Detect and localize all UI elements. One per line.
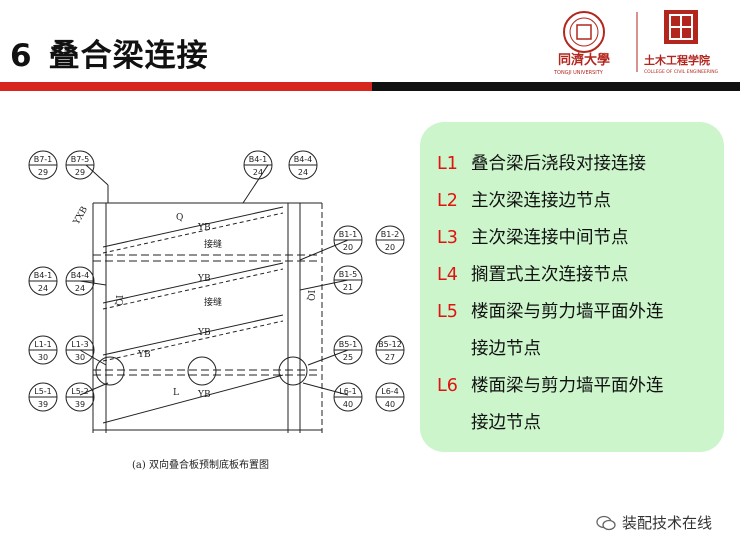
callout-b4-1-left: B4-1 24 (28, 266, 58, 296)
wechat-icon (596, 515, 616, 530)
header-bar-black (372, 82, 740, 91)
label-iq-left: IQ (113, 295, 123, 306)
callout-b7-5: B7-5 29 (65, 150, 95, 180)
university-logos: 同濟大學 TONGJI UNIVERSITY 土木工程学院 COLLEGE OF… (553, 10, 719, 76)
svg-text:21: 21 (343, 283, 353, 292)
svg-text:L5-1: L5-1 (34, 387, 52, 396)
list-item-continued: 接边节点 (471, 413, 541, 433)
svg-text:39: 39 (38, 400, 48, 409)
college-name: 土木工程学院 (644, 53, 710, 67)
label-yb-5: YB (197, 390, 211, 400)
svg-text:B7-1: B7-1 (34, 155, 53, 164)
label-l: L (173, 388, 179, 398)
callout-l6-1: L6-1 40 (333, 382, 363, 412)
svg-text:L6-1: L6-1 (339, 387, 357, 396)
tongji-en: TONGJI UNIVERSITY (553, 70, 604, 76)
svg-text:25: 25 (343, 353, 353, 362)
tongji-name: 同濟大學 (558, 52, 610, 68)
svg-text:B4-1: B4-1 (249, 155, 268, 164)
label-joint-2: 接缝 (204, 296, 222, 308)
callout-b1-1: B1-1 20 (333, 225, 363, 255)
svg-text:B1-5: B1-5 (339, 270, 358, 279)
callout-l1-3: L1-3 30 (65, 335, 95, 365)
label-joint-1: 接缝 (204, 238, 222, 250)
label-yxb: YXB (71, 205, 90, 228)
svg-text:39: 39 (75, 400, 85, 409)
svg-text:27: 27 (385, 353, 395, 362)
list-item-continued: 接边节点 (471, 339, 541, 359)
svg-text:L5-2: L5-2 (71, 387, 89, 396)
svg-text:B4-4: B4-4 (294, 155, 313, 164)
header-bar-red (0, 82, 372, 91)
watermark: 装配技术在线 (596, 512, 712, 533)
content-panel (420, 122, 724, 452)
svg-text:B7-5: B7-5 (71, 155, 90, 164)
callout-b4-4-left: B4-4 24 (65, 266, 95, 296)
svg-text:B1-2: B1-2 (381, 230, 400, 239)
slide-title: 6 叠合梁连接 (10, 30, 209, 75)
svg-text:20: 20 (385, 243, 395, 252)
drawing-caption: (a) 双向叠合板预制底板布置图 (132, 460, 269, 471)
svg-text:B5-12: B5-12 (378, 340, 402, 349)
label-yb-4: YB (137, 350, 151, 360)
callout-l5-2: L5-2 39 (65, 382, 95, 412)
svg-text:30: 30 (75, 353, 85, 362)
svg-text:L6-4: L6-4 (381, 387, 399, 396)
svg-text:20: 20 (343, 243, 353, 252)
svg-text:24: 24 (38, 284, 48, 293)
svg-text:29: 29 (75, 168, 85, 177)
label-yb-2: YB (197, 274, 211, 284)
callout-b1-2: B1-2 20 (375, 225, 405, 255)
college-en: COLLEGE OF CIVIL ENGINEERING (644, 69, 719, 75)
watermark-text: 装配技术在线 (622, 514, 713, 532)
svg-text:40: 40 (343, 400, 353, 409)
callout-b1-5: B1-5 21 (333, 265, 363, 295)
tongji-seal-icon (563, 11, 605, 53)
svg-text:B5-1: B5-1 (339, 340, 358, 349)
svg-text:24: 24 (253, 168, 263, 177)
callout-b7-1: B7-1 29 (28, 150, 58, 180)
svg-text:30: 30 (38, 353, 48, 362)
label-yb-3: YB (197, 328, 211, 338)
svg-text:L1-1: L1-1 (34, 340, 52, 349)
svg-text:L1-3: L1-3 (71, 340, 89, 349)
section-number: 6 (10, 38, 33, 74)
svg-text:24: 24 (75, 284, 85, 293)
label-yb-1: YB (197, 223, 211, 233)
label-q-top: Q (176, 213, 183, 223)
label-iq-right: IQ (305, 290, 315, 301)
callout-l6-4: L6-4 40 (375, 382, 405, 412)
svg-text:B1-1: B1-1 (339, 230, 358, 239)
svg-text:B4-4: B4-4 (71, 271, 90, 280)
svg-text:40: 40 (385, 400, 395, 409)
callout-l5-1: L5-1 39 (28, 382, 58, 412)
callout-b4-1-top: B4-1 24 (243, 150, 273, 180)
floor-plan-drawing: B7-1 29 B7-5 29 B4-1 24 B4-4 24 B1-1 20 B1-2 2… (28, 150, 405, 433)
callout-b5-12: B5-12 27 (375, 335, 405, 365)
callout-b4-4-top: B4-4 24 (288, 150, 318, 180)
callout-l1-1: L1-1 30 (28, 335, 58, 365)
title-text: 叠合梁连接 (48, 38, 209, 74)
svg-text:29: 29 (38, 168, 48, 177)
college-emblem-icon (664, 10, 698, 44)
callout-b5-1: B5-1 25 (333, 335, 363, 365)
svg-text:24: 24 (298, 168, 308, 177)
svg-text:B4-1: B4-1 (34, 271, 53, 280)
